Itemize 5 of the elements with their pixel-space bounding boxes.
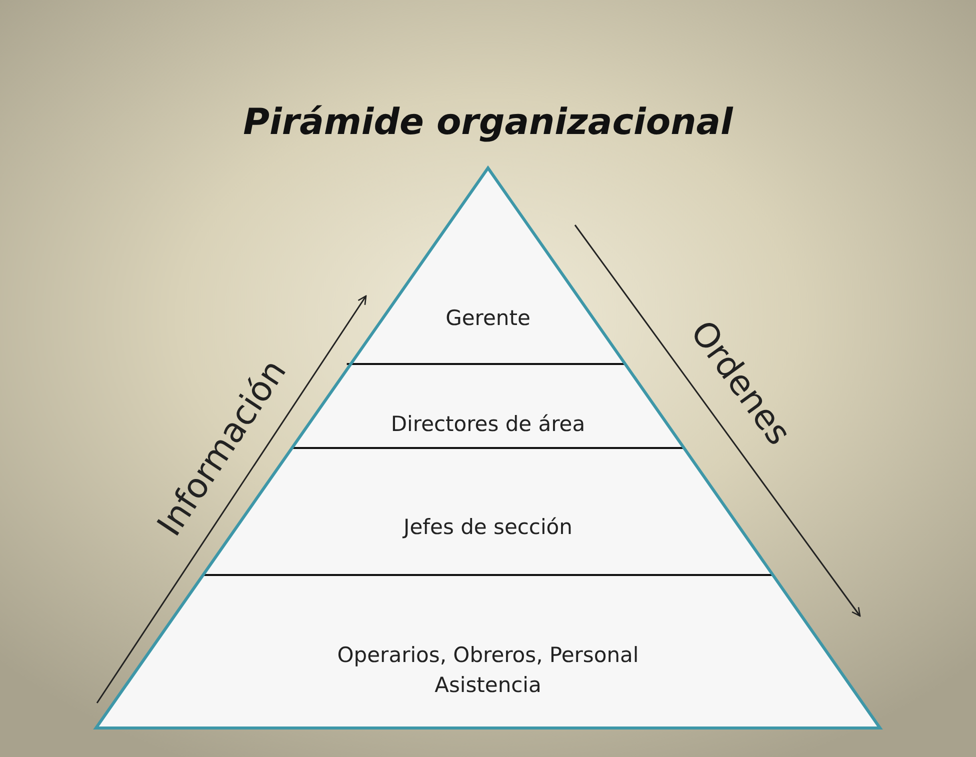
tier-label: Jefes de sección (404, 514, 572, 541)
tier-label: Operarios, Obreros, Personal Asistencia (336, 642, 640, 699)
tier-label: Directores de área (390, 411, 586, 438)
tier-label: Gerente (446, 305, 530, 332)
title: Pirámide organizacional (242, 102, 734, 143)
